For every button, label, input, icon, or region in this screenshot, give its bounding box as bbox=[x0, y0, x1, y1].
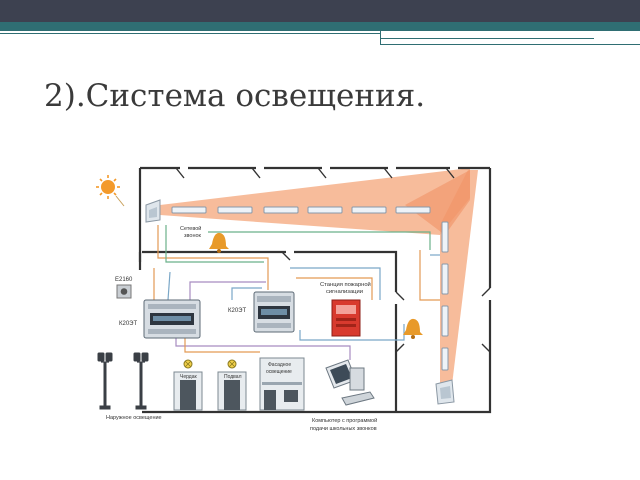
lamp-icon bbox=[441, 305, 449, 337]
door1-label: Чердак bbox=[180, 374, 197, 380]
door-icon bbox=[180, 380, 196, 410]
sensor-icon bbox=[435, 379, 455, 405]
door-icon bbox=[264, 390, 276, 410]
computer-label: Компьютер с программой подачи школьных з… bbox=[310, 417, 379, 432]
indicator-lamps bbox=[183, 359, 237, 369]
switch-icon bbox=[116, 284, 132, 299]
bell-label: Сетевой звонок bbox=[180, 225, 203, 239]
sensor-icon bbox=[145, 199, 161, 223]
light-beam-horizontal bbox=[160, 168, 470, 235]
lamp-icon bbox=[217, 206, 253, 214]
facade bbox=[259, 357, 305, 411]
lamp-icon bbox=[307, 206, 343, 214]
door3-label: Фасадное освещение bbox=[266, 362, 293, 375]
k20t-mid-label: К20ЭТ bbox=[228, 308, 246, 314]
lamp-icon bbox=[441, 263, 449, 295]
light-beam-overlap bbox=[405, 170, 470, 235]
door-basement bbox=[217, 371, 247, 411]
lamp-icon bbox=[171, 206, 207, 214]
sun-icon bbox=[96, 175, 125, 207]
cables bbox=[153, 225, 440, 360]
door-attic bbox=[173, 371, 203, 411]
bell-icon bbox=[209, 232, 229, 253]
slide-header-bar bbox=[0, 0, 640, 22]
slide-title: 2).Система освещения. bbox=[44, 78, 426, 114]
ceiling-lamps-column bbox=[441, 221, 449, 371]
ceiling-lamps-row bbox=[171, 206, 431, 214]
street-lamp-icon bbox=[133, 352, 149, 410]
door2-label: Подвал bbox=[224, 374, 242, 380]
lamp-icon bbox=[441, 221, 449, 253]
header-divider-left bbox=[0, 33, 380, 34]
bell-icon bbox=[403, 318, 423, 339]
building-walls bbox=[138, 166, 492, 414]
header-divider-right bbox=[380, 38, 594, 39]
door-icon bbox=[224, 380, 240, 410]
computer-icon bbox=[325, 359, 375, 406]
fire-station-label: Станция пожарной сигнализации bbox=[320, 281, 372, 295]
controller-left bbox=[143, 299, 201, 339]
wall-door-gaps bbox=[175, 167, 491, 353]
street-lamp-icon bbox=[97, 352, 113, 410]
fire-alarm-panel bbox=[331, 299, 361, 337]
lamp-icon bbox=[351, 206, 387, 214]
lamp-icon bbox=[263, 206, 299, 214]
e2160-label: Е2160 bbox=[115, 277, 133, 283]
outdoor-label: Наружное освещение bbox=[106, 415, 162, 421]
lamp-icon bbox=[395, 206, 431, 214]
slide-header-accent bbox=[0, 22, 640, 31]
lamp-icon bbox=[441, 347, 449, 371]
controller-mid bbox=[253, 291, 295, 333]
k20t-left-label: К20ЭТ bbox=[119, 321, 137, 327]
